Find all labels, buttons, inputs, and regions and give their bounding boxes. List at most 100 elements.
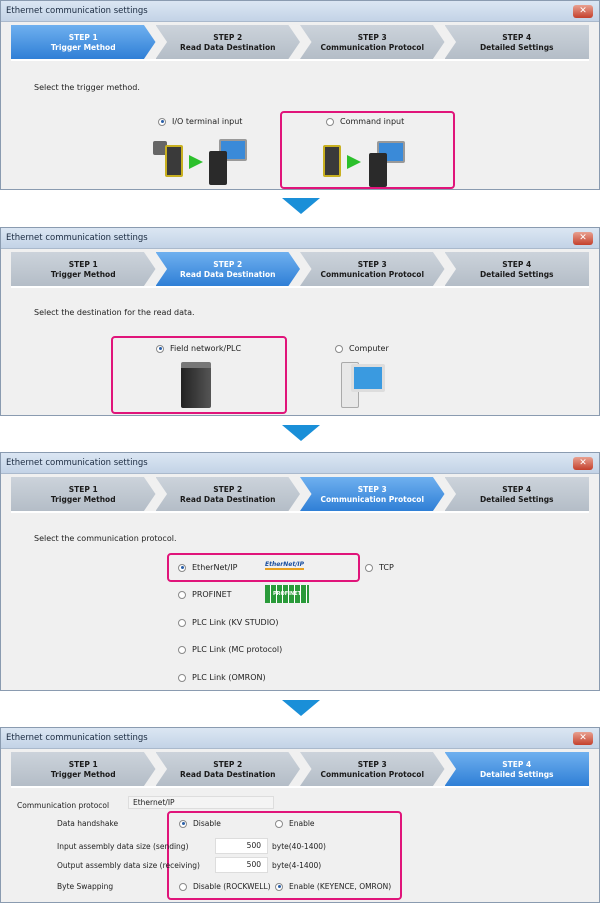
radio-handshake-disable[interactable]: Disable <box>179 819 221 828</box>
radio-circle[interactable] <box>178 590 186 599</box>
down-arrow-icon <box>282 425 320 441</box>
title-bar: Ethernet communication settings✕ <box>1 453 599 474</box>
radio-circle[interactable] <box>156 344 164 353</box>
radio-circle[interactable] <box>326 117 334 126</box>
step-label: Communication Protocol <box>320 495 425 504</box>
radio-handshake-enable[interactable]: Enable <box>275 819 315 828</box>
radio-computer[interactable]: Computer <box>335 344 389 353</box>
step-label: Detailed Settings <box>479 43 554 52</box>
step-num: STEP 2 <box>213 33 243 42</box>
command-trigger-illustration <box>319 141 419 187</box>
radio-swap-enable[interactable]: Enable (KEYENCE, OMRON) <box>275 882 391 891</box>
title-bar: Ethernet communication settings✕ <box>1 228 599 249</box>
highlight-box <box>167 553 360 582</box>
radio-label: Enable <box>289 819 315 828</box>
radio-circle[interactable] <box>179 819 187 828</box>
radio-label: Disable (ROCKWELL) <box>193 882 271 891</box>
radio-tcp[interactable]: TCP <box>365 563 394 572</box>
step-label: Read Data Destination <box>180 495 276 504</box>
radio-circle[interactable] <box>178 645 186 654</box>
step-label: Detailed Settings <box>479 770 554 779</box>
radio-swap-disable[interactable]: Disable (ROCKWELL) <box>179 882 271 891</box>
step-num: STEP 1 <box>68 260 98 269</box>
profinet-logo: PROFINET <box>265 585 309 603</box>
close-button[interactable]: ✕ <box>573 5 593 18</box>
input-size-range: byte(40-1400) <box>272 842 326 851</box>
radio-label: PLC Link (OMRON) <box>192 673 266 682</box>
radio-command-input[interactable]: Command input <box>326 117 404 126</box>
radio-circle[interactable] <box>178 563 186 572</box>
radio-io-terminal[interactable]: I/O terminal input <box>158 117 242 126</box>
sensor-icon <box>153 141 167 155</box>
radio-label: Computer <box>349 344 389 353</box>
radio-circle[interactable] <box>365 563 373 572</box>
output-size-label: Output assembly data size (receiving) <box>57 861 200 870</box>
step-num: STEP 3 <box>357 760 387 769</box>
prompt: Select the trigger method. <box>34 83 140 92</box>
close-button[interactable]: ✕ <box>573 732 593 745</box>
close-button[interactable]: ✕ <box>573 232 593 245</box>
prompt: Select the destination for the read data… <box>34 308 195 317</box>
step-label: Trigger Method <box>50 270 116 279</box>
plc-icon <box>181 362 211 408</box>
protocol-label: Communication protocol <box>17 801 110 810</box>
output-size-field[interactable]: 500 <box>215 857 268 873</box>
step-num: STEP 4 <box>502 760 532 769</box>
input-size-field[interactable]: 500 <box>215 838 268 854</box>
highlight-box <box>111 336 287 414</box>
down-arrow-icon <box>282 198 320 214</box>
window-title: Ethernet communication settings <box>6 733 148 743</box>
step-num: STEP 3 <box>357 260 387 269</box>
radio-label: Enable (KEYENCE, OMRON) <box>289 882 392 891</box>
step-label: Communication Protocol <box>320 43 425 52</box>
radio-circle[interactable] <box>275 819 283 828</box>
step-label: Read Data Destination <box>180 43 276 52</box>
step-label: Trigger Method <box>50 43 116 52</box>
radio-circle[interactable] <box>275 882 283 891</box>
radio-circle[interactable] <box>179 882 187 891</box>
prompt: Select the communication protocol. <box>34 534 177 543</box>
close-button[interactable]: ✕ <box>573 457 593 470</box>
output-size-range: byte(4-1400) <box>272 861 322 870</box>
radio-plc-link-kv[interactable]: PLC Link (KV STUDIO) <box>178 618 278 627</box>
protocol-value: Ethernet/IP <box>128 796 274 809</box>
radio-plc-link-omron[interactable]: PLC Link (OMRON) <box>178 673 266 682</box>
radio-circle[interactable] <box>335 344 343 353</box>
controller-icon <box>369 153 387 187</box>
radio-circle[interactable] <box>158 117 166 126</box>
step-num: STEP 4 <box>502 33 532 42</box>
radio-profinet[interactable]: PROFINET <box>178 590 232 599</box>
arrow-right-icon <box>189 155 203 169</box>
radio-ethernetip[interactable]: EtherNet/IP <box>178 563 237 572</box>
window-title: Ethernet communication settings <box>6 6 148 16</box>
radio-circle[interactable] <box>178 673 186 682</box>
radio-field-network[interactable]: Field network/PLC <box>156 344 241 353</box>
radio-plc-link-mc[interactable]: PLC Link (MC protocol) <box>178 645 282 654</box>
radio-label: PLC Link (MC protocol) <box>192 645 283 654</box>
step-num: STEP 2 <box>213 260 243 269</box>
radio-circle[interactable] <box>178 618 186 627</box>
